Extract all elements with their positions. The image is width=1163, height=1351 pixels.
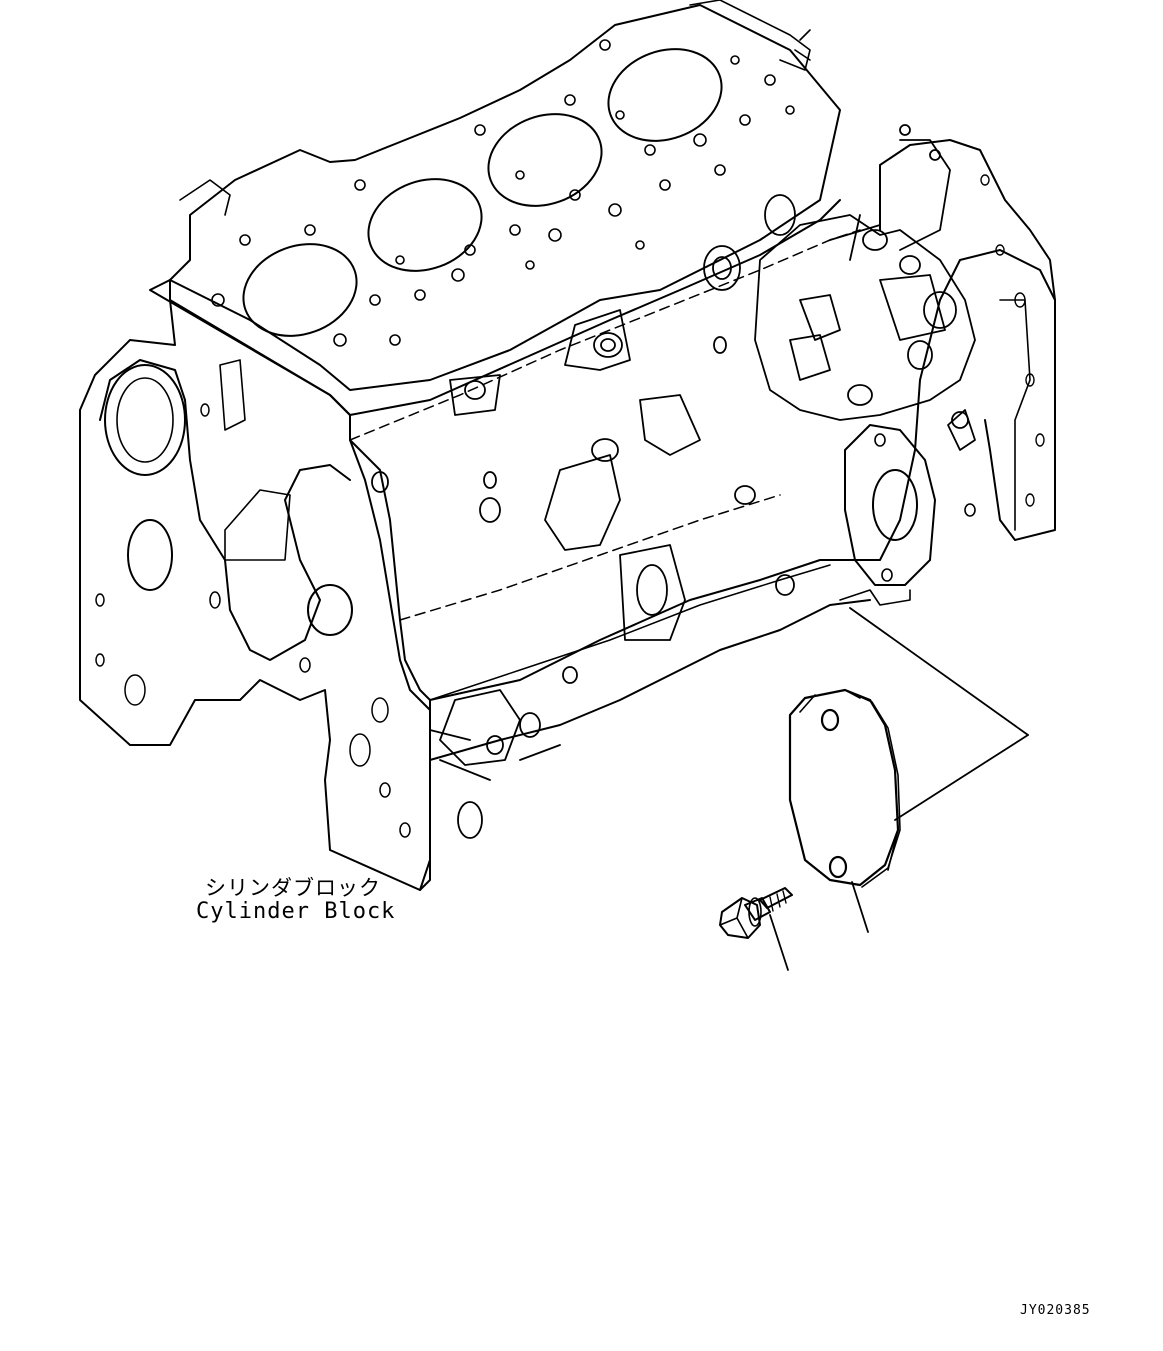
cylinder-bore-2 [367,178,483,272]
plate-hole-lower [828,855,848,879]
cylinder-bore-1 [242,243,358,337]
cylinder-block-label-english: Cylinder Block [196,899,396,924]
block-rear-face [879,139,1056,301]
cylinder-block-label-japanese: シリンダブロック [205,876,381,900]
cylinder-block-drawing [79,0,1056,891]
block-deck-edge [169,199,841,416]
cylinder-bore-4 [607,48,723,142]
block-front-inner [99,359,351,661]
leader-cover-plate [851,881,869,933]
block-front-face [79,279,431,891]
cover-plate-drawing [788,688,901,888]
plate-mounting-face [839,424,976,606]
leader-node-to-plate [894,734,1029,821]
leader-lines [769,607,1029,971]
drawing-number: JY020385 [1020,1303,1091,1318]
block-side-face [349,249,1056,701]
block-side-lower [419,599,871,891]
front-lower-bore [127,519,173,591]
plate-hole-upper [820,708,840,732]
leader-bolt [769,914,789,971]
flange-bolt-drawing [719,887,793,939]
front-seal-bore [104,364,186,476]
cylinder-bore-3 [487,113,603,207]
block-top-deck [169,4,841,391]
fuel-pump-assembly [754,124,976,451]
leader-block-to-node [849,607,1029,736]
